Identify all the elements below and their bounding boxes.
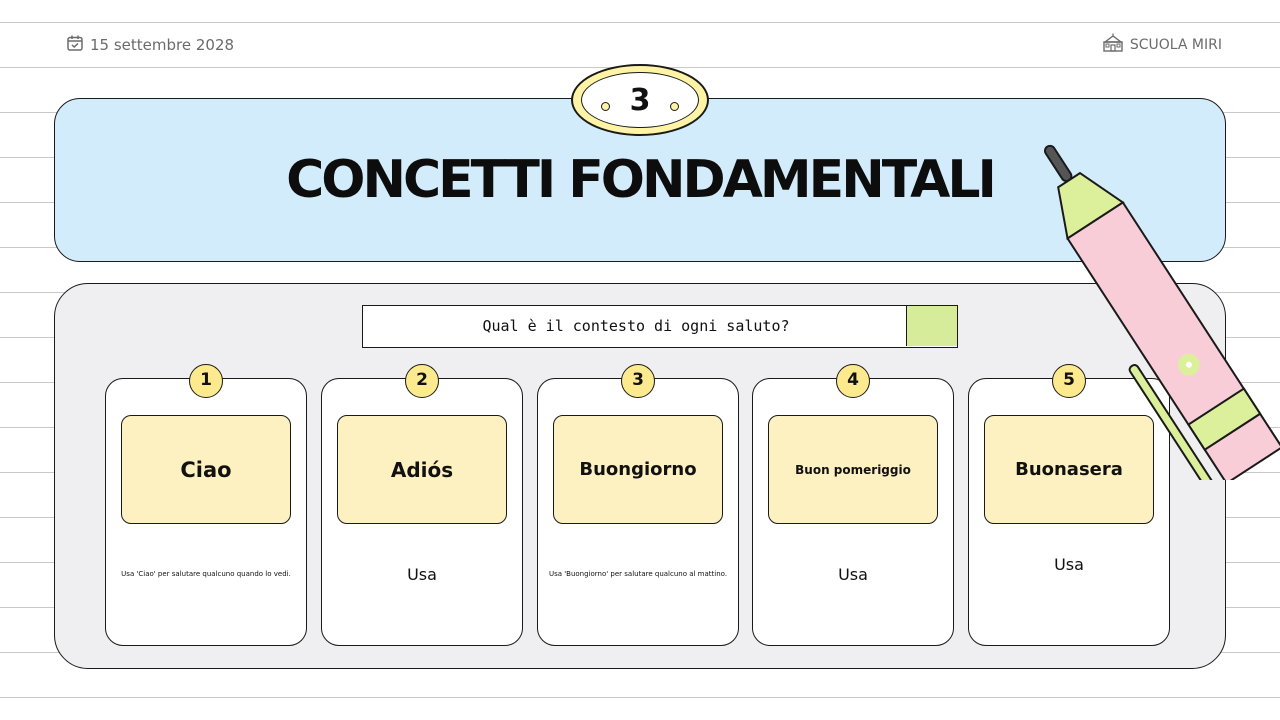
card-description: Usa [838, 565, 868, 584]
greeting-card-3: 3 Buongiorno Usa 'Buongiorno' per saluta… [537, 364, 739, 646]
card-number: 5 [1052, 364, 1086, 398]
card-number: 2 [405, 364, 439, 398]
school-name: SCUOLA MIRI [1129, 37, 1222, 53]
card-title: Buon pomeriggio [768, 415, 938, 524]
card-title: Ciao [121, 415, 291, 524]
date-text: 15 settembre 2028 [90, 36, 235, 54]
card-title: Adiós [337, 415, 507, 524]
school-building-icon [1102, 33, 1124, 57]
card-description: Usa [1054, 555, 1084, 574]
pen-illustration [1044, 144, 1280, 480]
greeting-card-5: 5 Buonasera Usa [968, 364, 1170, 646]
calendar-icon [66, 34, 84, 56]
greeting-card-4: 4 Buon pomeriggio Usa [752, 364, 954, 646]
card-description: Usa 'Ciao' per salutare qualcuno quando … [121, 570, 291, 578]
header-school: SCUOLA MIRI [1102, 33, 1222, 57]
slide-number-badge: 3 [571, 64, 709, 136]
card-title: Buongiorno [553, 415, 723, 524]
question-accent-square [906, 306, 957, 346]
card-description: Usa 'Buongiorno' per salutare qualcuno a… [548, 570, 728, 578]
question-box: Qual è il contesto di ogni saluto? [362, 305, 958, 348]
question-text: Qual è il contesto di ogni saluto? [482, 317, 790, 335]
card-number: 1 [189, 364, 223, 398]
header-date: 15 settembre 2028 [66, 35, 234, 55]
greeting-card-2: 2 Adiós Usa [321, 364, 523, 646]
card-number: 3 [621, 364, 655, 398]
slide-title: CONCETTI FONDAMENTALI [286, 150, 997, 210]
card-description: Usa [407, 565, 437, 584]
card-number: 4 [836, 364, 870, 398]
slide-number: 3 [629, 83, 651, 118]
greeting-card-1: 1 Ciao Usa 'Ciao' per salutare qualcuno … [105, 364, 307, 646]
card-title: Buonasera [984, 415, 1154, 524]
